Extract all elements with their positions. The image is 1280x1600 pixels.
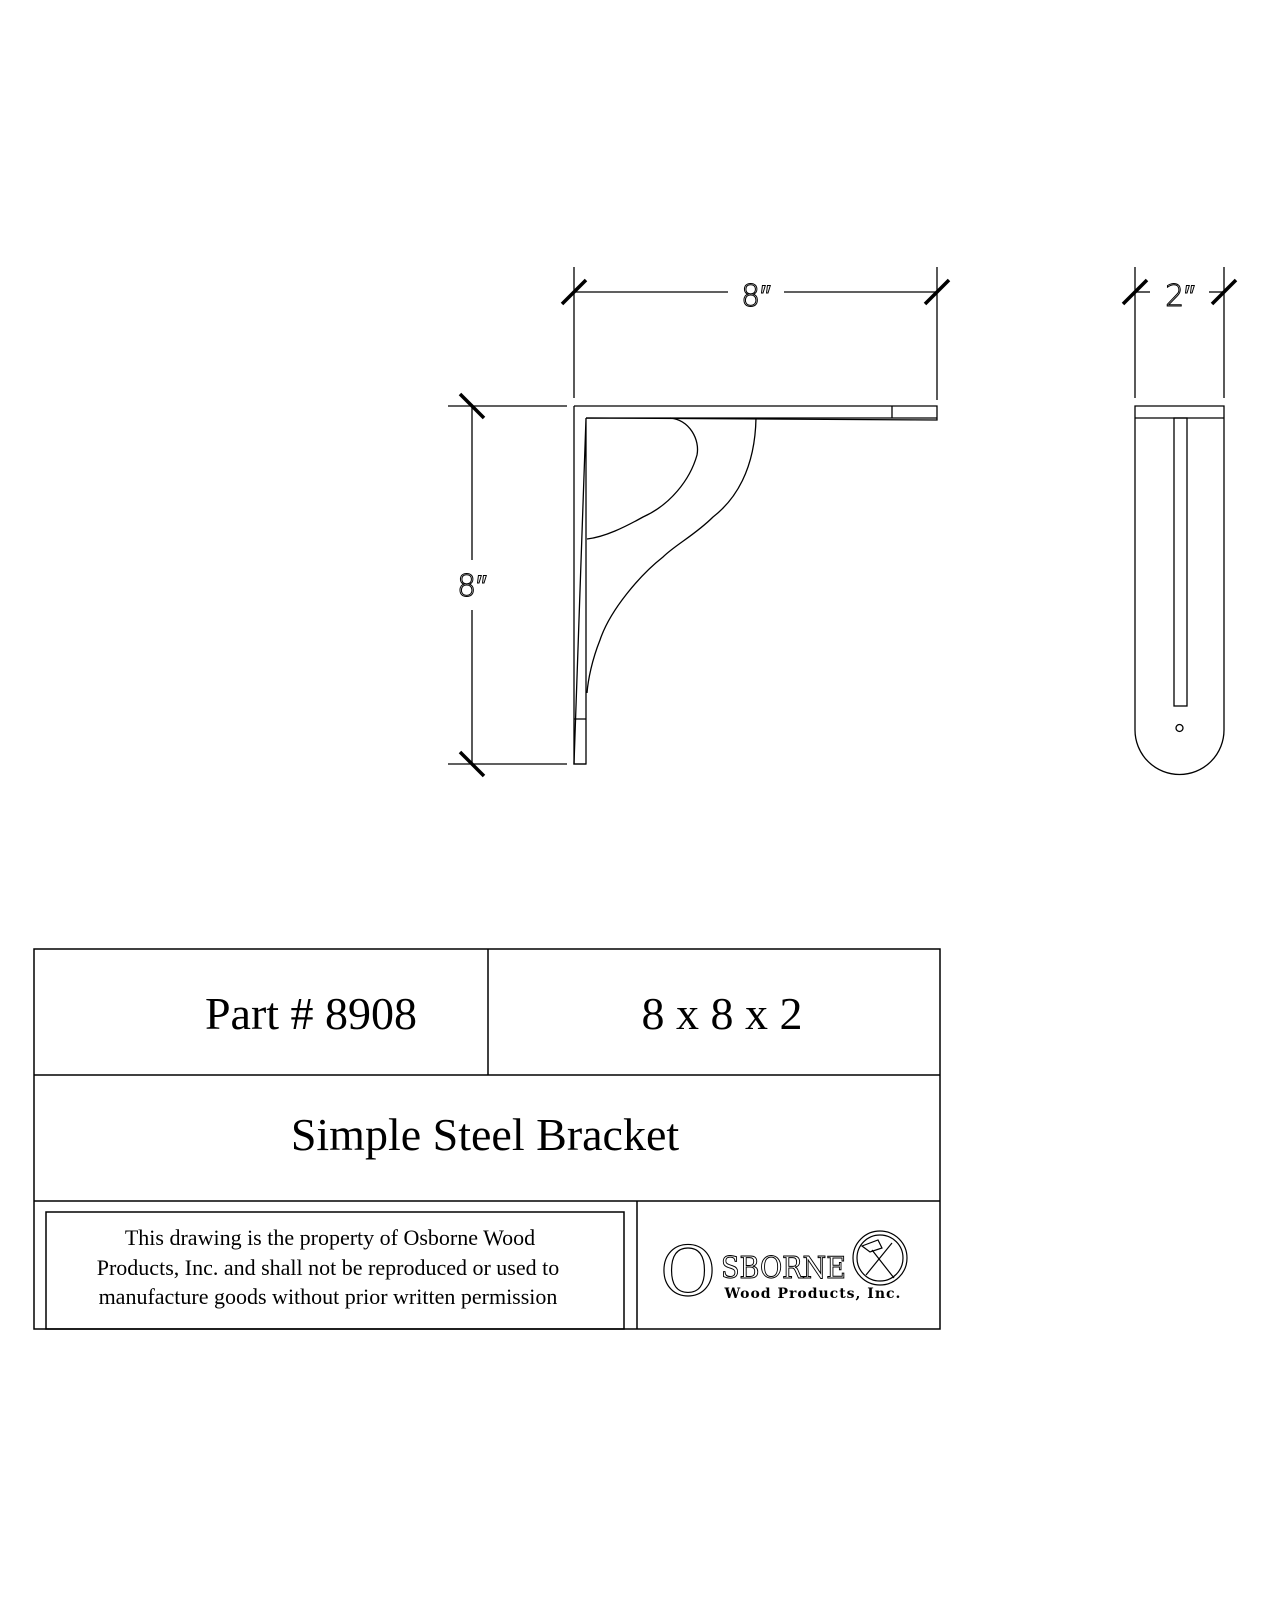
mounting-hole bbox=[1175, 723, 1184, 733]
front-view: 8″ 8″ bbox=[448, 267, 951, 778]
disclaimer-line-2: Products, Inc. and shall not be reproduc… bbox=[97, 1255, 560, 1280]
bracket-outer-curve bbox=[586, 417, 757, 694]
bracket-outline bbox=[573, 405, 938, 765]
height-label: 8″ bbox=[457, 569, 487, 604]
part-dimensions: 8 x 8 x 2 bbox=[642, 988, 803, 1039]
title-block bbox=[33, 948, 941, 1330]
mounting-slot bbox=[1173, 417, 1188, 707]
width-label: 8″ bbox=[741, 279, 771, 314]
disclaimer-line-3: manufacture goods without prior written … bbox=[99, 1284, 558, 1309]
part-title: Simple Steel Bracket bbox=[291, 1109, 680, 1160]
height-dimension: 8″ bbox=[448, 392, 567, 778]
hammer-icon bbox=[852, 1230, 908, 1286]
bracket-inner-curve bbox=[586, 417, 699, 540]
logo-subtitle: Wood Products, Inc. bbox=[724, 1286, 902, 1302]
part-number: Part # 8908 bbox=[205, 988, 417, 1039]
disclaimer-line-1: This drawing is the property of Osborne … bbox=[125, 1225, 535, 1250]
logo-initial: O bbox=[660, 1233, 716, 1312]
width-dimension: 8″ bbox=[560, 267, 951, 400]
side-view: 2″ bbox=[1121, 267, 1238, 776]
osborne-logo: O SBORNE Wood Products, Inc. bbox=[660, 1230, 908, 1313]
depth-label: 2″ bbox=[1165, 279, 1195, 314]
logo-wordmark: SBORNE bbox=[721, 1251, 846, 1286]
depth-dimension: 2″ bbox=[1121, 267, 1238, 398]
